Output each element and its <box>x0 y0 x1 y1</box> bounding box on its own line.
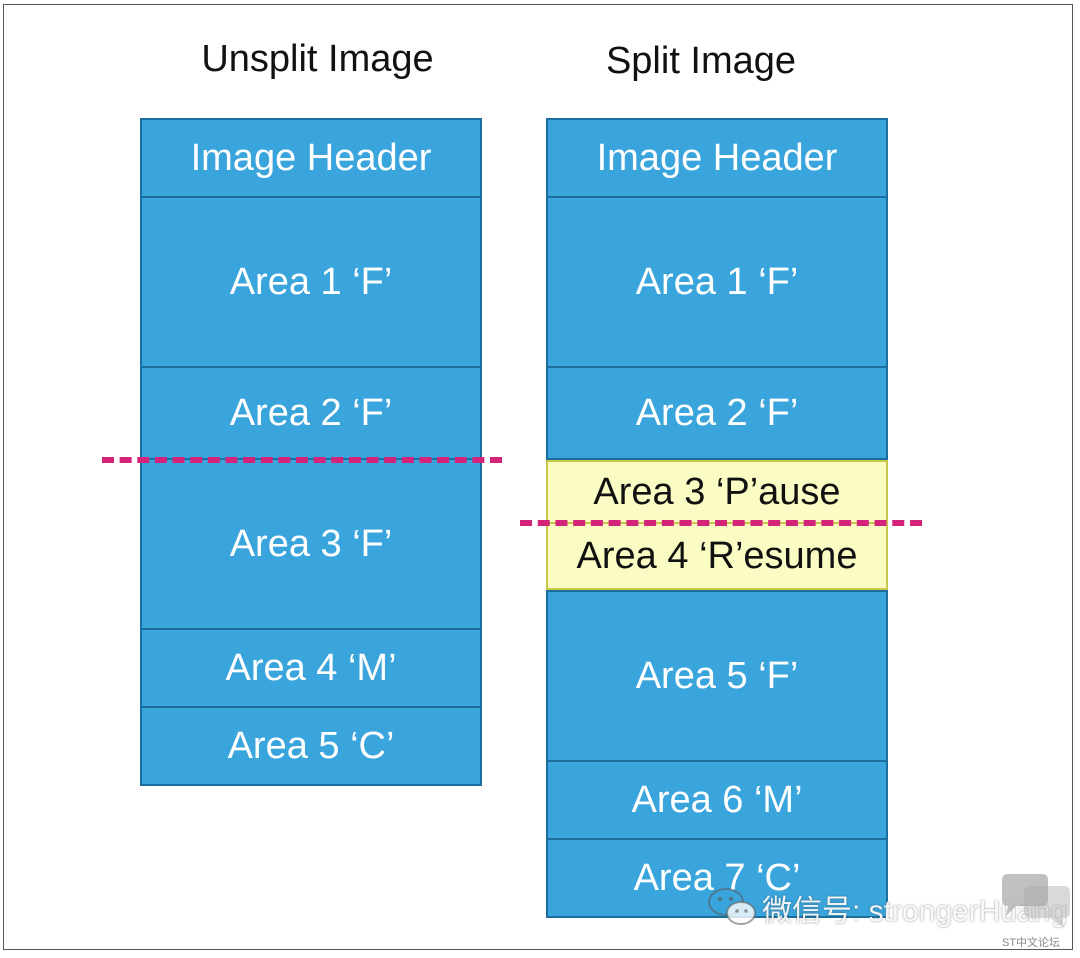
forum-logo-icon <box>1002 874 1070 928</box>
split-area-3-pause: Area 3 ‘P’ause <box>546 460 888 524</box>
split-area-2: Area 2 ‘F’ <box>546 366 888 460</box>
unsplit-area-5: Area 5 ‘C’ <box>140 706 482 786</box>
split-area-7: Area 7 ‘C’ <box>546 838 888 918</box>
forum-badge-text: ST中文论坛 <box>1002 937 1061 949</box>
split-area-6: Area 6 ‘M’ <box>546 760 888 840</box>
split-title: Split Image <box>605 40 797 82</box>
unsplit-image-stack: Image Header Area 1 ‘F’ Area 2 ‘F’ Area … <box>140 118 482 786</box>
unsplit-area-3: Area 3 ‘F’ <box>140 458 482 630</box>
unsplit-area-4: Area 4 ‘M’ <box>140 628 482 708</box>
split-area-4-resume: Area 4 ‘R’esume <box>546 522 888 590</box>
wechat-icon <box>708 888 756 925</box>
split-image-stack: Image Header Area 1 ‘F’ Area 2 ‘F’ Area … <box>546 118 888 918</box>
unsplit-title: Unsplit Image <box>201 38 434 80</box>
unsplit-area-2: Area 2 ‘F’ <box>140 366 482 460</box>
unsplit-image-header: Image Header <box>140 118 482 198</box>
unsplit-split-line <box>102 457 502 463</box>
split-image-header: Image Header <box>546 118 888 198</box>
split-area-1: Area 1 ‘F’ <box>546 196 888 368</box>
split-split-line <box>520 520 922 526</box>
unsplit-area-1: Area 1 ‘F’ <box>140 196 482 368</box>
split-area-5: Area 5 ‘F’ <box>546 590 888 762</box>
